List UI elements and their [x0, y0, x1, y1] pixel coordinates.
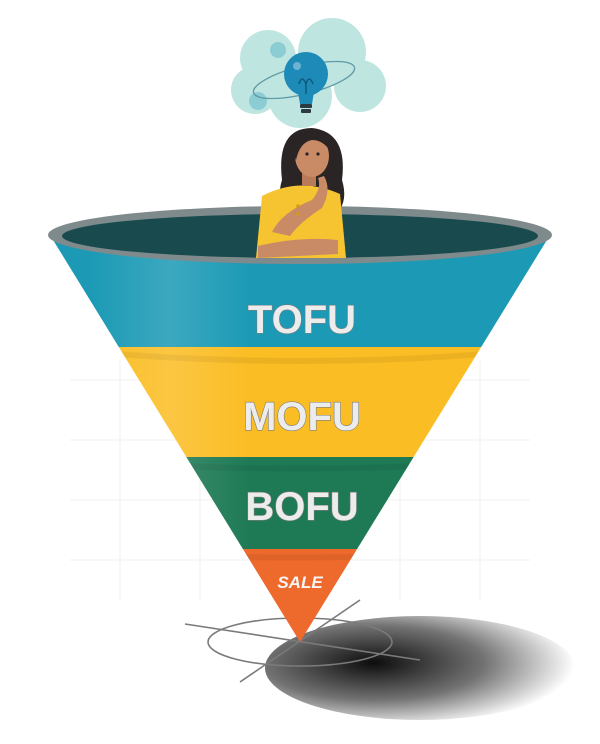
funnel-shadow	[265, 616, 575, 720]
thinking-woman	[256, 128, 346, 258]
lightbulb-icon	[284, 52, 328, 113]
stage-label-tofu: TOFU	[248, 298, 356, 342]
stage-label-bofu: BOFU	[245, 485, 358, 529]
stage-label-mofu: MOFU	[243, 395, 361, 439]
stage-label-sale: SALE	[277, 573, 323, 592]
thought-bubble	[231, 18, 386, 128]
